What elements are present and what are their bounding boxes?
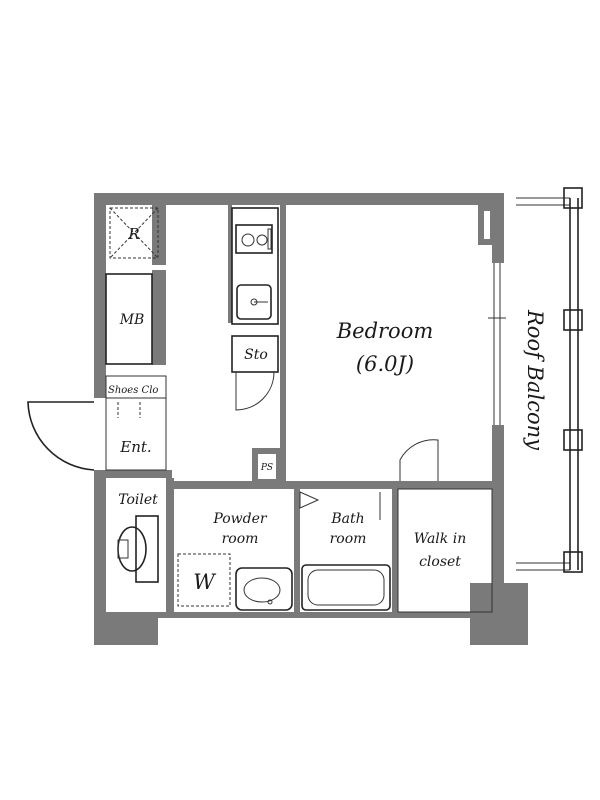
bedroom: Bedroom (6.0J) bbox=[336, 263, 506, 481]
kitchen bbox=[231, 207, 279, 325]
pipe-space: PS bbox=[260, 463, 273, 473]
washer-label: W bbox=[193, 570, 217, 594]
powder-room-label-line1: Powder bbox=[212, 511, 268, 527]
entrance: Shoes Clo Ent. bbox=[27, 375, 167, 471]
shoes-closet-label: Shoes Clo bbox=[108, 385, 158, 396]
powder-room: Powder room W bbox=[177, 491, 320, 611]
walk-in-closet-label-line1: Walk in bbox=[414, 531, 466, 547]
pipe-space-label: PS bbox=[260, 463, 273, 473]
refrigerator-label: R bbox=[127, 225, 139, 243]
walk-in-closet: Walk in closet bbox=[397, 488, 493, 613]
bath-room-label-line2: room bbox=[330, 531, 367, 547]
interior-walls bbox=[106, 205, 494, 612]
outer-walls bbox=[94, 193, 528, 645]
bath-room-label-line1: Bath bbox=[330, 511, 364, 527]
refrigerator: R bbox=[109, 207, 159, 259]
walk-in-closet-label-line2: closet bbox=[419, 554, 461, 570]
roof-balcony-label: Roof Balcony bbox=[523, 309, 547, 451]
bath-room: Bath room bbox=[301, 492, 391, 611]
storage-label: Sto bbox=[244, 347, 268, 363]
bedroom-size-label: (6.0J) bbox=[356, 352, 414, 376]
toilet: Toilet bbox=[117, 492, 159, 583]
storage: Sto bbox=[231, 335, 279, 411]
toilet-label: Toilet bbox=[118, 492, 158, 508]
entrance-label: Ent. bbox=[119, 438, 151, 456]
meter-box-label: MB bbox=[119, 312, 145, 328]
roof-balcony: Roof Balcony bbox=[516, 187, 583, 573]
bedroom-label: Bedroom bbox=[336, 319, 434, 343]
meter-box: MB bbox=[105, 273, 153, 365]
powder-room-label-line2: room bbox=[222, 531, 259, 547]
